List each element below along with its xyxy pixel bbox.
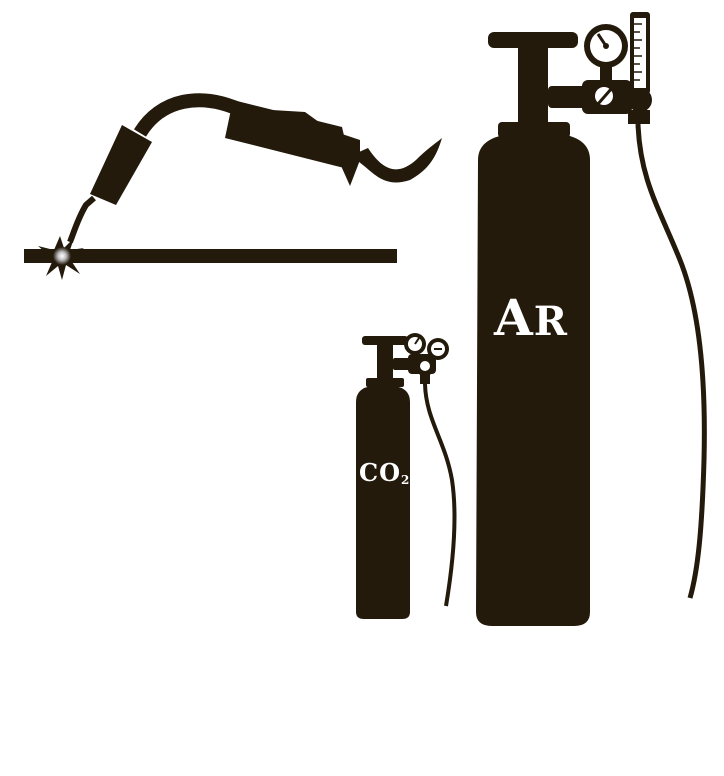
argon-cylinder-label: AR [494,288,568,347]
spark-icon [36,236,90,280]
co2-label-main: CO [359,458,402,487]
argon-label-main: A [494,288,534,347]
pressure-gauge-icon [584,24,628,112]
co2-cylinder-label: CO2 [359,458,410,487]
argon-label-rest: R [533,298,569,345]
co2-gas-hose-icon [423,383,457,607]
gas-hose-icon [635,123,707,599]
workpiece-plate [24,249,397,263]
flowmeter-icon [628,12,652,124]
argon-cylinder-icon [476,32,632,626]
co2-label-sub: 2 [401,473,411,487]
welding-torch-icon [67,93,442,244]
co2-cylinder-icon [356,336,436,619]
co2-gauge-icon [404,333,449,384]
